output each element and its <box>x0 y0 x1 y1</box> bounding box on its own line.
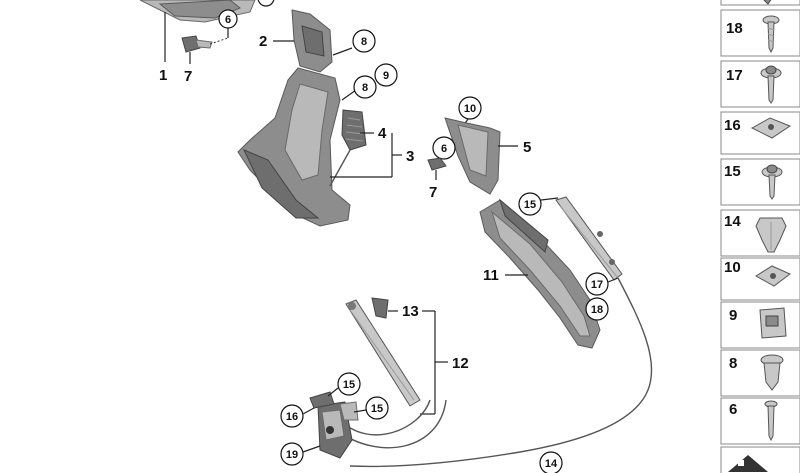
part-12-belt-guide <box>345 299 421 407</box>
callout-8b: 8 <box>362 82 368 94</box>
callout-15a: 15 <box>524 199 536 211</box>
callout-8-circle-b <box>353 75 377 99</box>
part-5-trim-cover <box>444 117 501 195</box>
callout-10-circle <box>458 96 482 120</box>
callout-14-circle <box>539 451 563 473</box>
arrow-icon <box>728 455 768 472</box>
callout-7b: 7 <box>429 184 437 201</box>
sidebar-label-15: 15 <box>724 163 741 180</box>
part-19-adjuster <box>309 391 359 459</box>
sidebar-item-6[interactable]: 6 <box>720 397 800 445</box>
part-14-cable <box>349 277 653 468</box>
sidebar-label-16: 16 <box>724 117 741 134</box>
callout-18-circle <box>585 297 609 321</box>
callout-8-circle-a <box>352 29 376 53</box>
callout-6-circle-b <box>432 136 456 160</box>
callout-16: 16 <box>286 411 298 423</box>
sidebar-item-9[interactable]: 9 <box>720 301 800 349</box>
part-7-clip-b <box>427 157 447 171</box>
part-2-pillar-cover-upper <box>291 9 333 73</box>
push-rivet-icon <box>760 354 784 391</box>
callout-16-circle <box>280 404 304 428</box>
part-4-grille <box>341 109 367 151</box>
callout-19-circle <box>280 442 304 466</box>
fastener-sidebar: 18 17 16 <box>720 0 800 473</box>
callout-14: 14 <box>545 458 558 470</box>
retaining-clip-icon <box>759 307 787 339</box>
callout-15b: 15 <box>343 379 355 391</box>
seatbelt-rail <box>555 196 623 281</box>
part-3-pillar-trim-lower <box>237 67 351 227</box>
sidebar-item-18[interactable]: 18 <box>720 9 800 57</box>
sidebar-item-10[interactable]: 10 <box>720 257 800 301</box>
callout-6b: 6 <box>441 143 447 155</box>
callout-13: 13 <box>402 303 419 320</box>
sidebar-item-16[interactable]: 16 <box>720 111 800 155</box>
sidebar-label-18: 18 <box>726 20 743 37</box>
clip-nut-icon <box>755 265 791 287</box>
sidebar-item-8[interactable]: 8 <box>720 349 800 397</box>
part-13-bracket <box>371 297 389 319</box>
callout-18: 18 <box>591 304 603 316</box>
callout-6-circle-a <box>218 9 238 29</box>
callout-3: 3 <box>406 148 414 165</box>
callout-6a: 6 <box>225 14 231 26</box>
part-11-pillar-trim-long <box>479 198 601 349</box>
callout-15-circle-b <box>337 372 361 396</box>
callout-8a: 8 <box>361 36 367 48</box>
sidebar-label-8: 8 <box>729 355 737 372</box>
sidebar-item-15[interactable]: 15 <box>720 158 800 206</box>
callout-9-circle <box>374 63 398 87</box>
callout-4: 4 <box>378 125 387 142</box>
part-7-clip <box>181 35 213 53</box>
callout-17-circle <box>585 272 609 296</box>
sidebar-item-14[interactable]: 14 <box>720 209 800 257</box>
sidebar-label-10: 10 <box>724 259 741 276</box>
callout-12: 12 <box>452 355 469 372</box>
sidebar-label-17: 17 <box>726 67 743 84</box>
bolt-icon <box>764 400 778 442</box>
part-1-upper-trim <box>139 0 256 23</box>
sidebar-item-17[interactable]: 17 <box>720 60 800 108</box>
screw-icon <box>762 15 780 54</box>
expanding-rivet-icon <box>755 217 787 253</box>
callout-15-circle-a <box>518 192 542 216</box>
callout-9: 9 <box>383 70 389 82</box>
callout-2: 2 <box>259 33 267 50</box>
callout-1: 1 <box>159 67 167 84</box>
sidebar-label-9: 9 <box>729 307 737 324</box>
callout-7a: 7 <box>184 68 192 85</box>
callout-15c: 15 <box>371 403 383 415</box>
sidebar-label-6: 6 <box>729 401 737 418</box>
callout-11: 11 <box>483 267 499 284</box>
screw-with-washer-icon <box>761 164 783 200</box>
callout-5: 5 <box>523 139 531 156</box>
sidebar-label-14: 14 <box>724 213 741 230</box>
spring-nut-icon <box>750 117 792 139</box>
callout-15-circle-c <box>365 396 389 420</box>
callout-19: 19 <box>286 449 298 461</box>
callout-10: 10 <box>464 103 476 115</box>
callout-17: 17 <box>591 279 603 291</box>
screw-with-washer-icon <box>760 65 782 104</box>
